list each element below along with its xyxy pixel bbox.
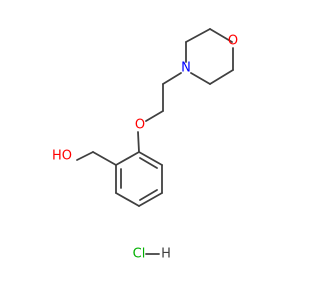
morpholine-nitrogen-label: N <box>181 61 191 76</box>
bond-o-aryl <box>137 131 140 153</box>
ether-oxygen-label: O <box>135 118 145 133</box>
morpholine-ring <box>185 28 234 85</box>
morpholine-oxygen-label: O <box>228 34 238 49</box>
aromatic-inner-1 <box>139 157 158 169</box>
hydrogen-label: H <box>161 247 171 262</box>
chlorine-label: Cl <box>133 247 146 262</box>
chemical-structure-diagram: O N O HO Cl H <box>52 28 238 262</box>
bond-ch2-o <box>145 110 164 122</box>
bond-ring-3 <box>138 192 163 207</box>
bond-n-ch2 <box>162 72 182 85</box>
ethyl-linker <box>137 72 182 153</box>
bond-o-c-upper-right <box>209 28 233 43</box>
bond-aryl-ch2 <box>92 151 117 166</box>
aromatic-inner-2 <box>139 189 158 201</box>
bond-ch2-oh <box>76 151 94 161</box>
bond-c-c-right <box>209 69 234 85</box>
bond-c-c-top <box>185 28 211 43</box>
bond-n-c-bottom <box>190 72 211 85</box>
hydroxyl-label: HO <box>52 149 72 164</box>
bond-ring-4 <box>115 192 140 207</box>
bond-ring-6 <box>115 151 140 166</box>
bond-ring-1 <box>138 151 163 166</box>
benzene-ring <box>115 151 163 207</box>
hydroxymethyl-group <box>76 151 117 166</box>
